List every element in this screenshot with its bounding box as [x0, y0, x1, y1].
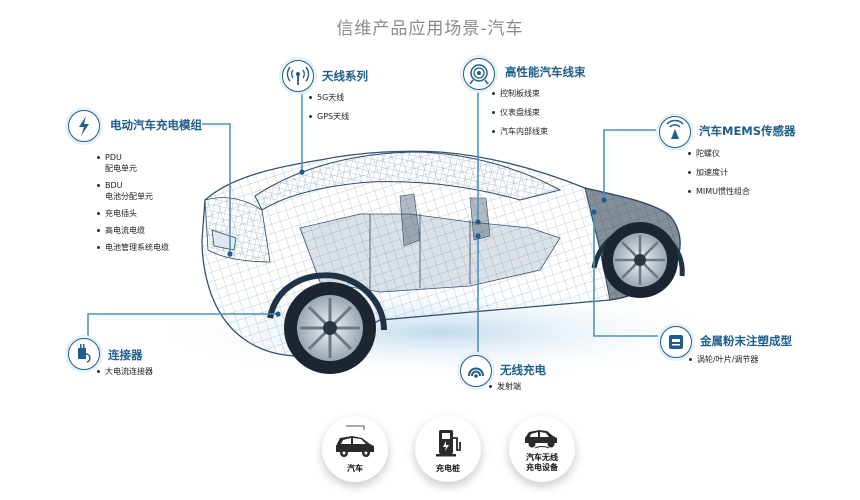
category-heading: 无线充电: [500, 363, 546, 377]
category-heading: 连接器: [108, 348, 143, 362]
metal-part-icon: [660, 326, 692, 358]
category-heading: 金属粉末注塑成型: [700, 334, 792, 348]
list-item: 电池管理系统电缆: [96, 242, 169, 253]
antenna-icon: [282, 60, 314, 92]
charging-pile-icon: [436, 430, 461, 457]
bottom-icon-label: 充电桩: [436, 464, 460, 473]
category-item-list: 陀螺仪 加速度计 MIMU惯性组合: [687, 148, 750, 197]
page-title: 信维产品应用场景-汽车: [336, 19, 524, 39]
lightning-battery-icon: [68, 110, 100, 142]
list-item: 控制板线束: [491, 88, 548, 99]
category-item-list: 发射端: [488, 381, 521, 392]
list-item: 汽车内部线束: [491, 126, 548, 137]
list-item: 充电插头: [96, 208, 169, 219]
bottom-icon-car: 汽车: [322, 416, 388, 482]
list-item: 陀螺仪: [687, 148, 750, 159]
bottom-icon-label: 汽车无线 充电设备: [526, 453, 558, 472]
list-item: GPS天线: [308, 111, 349, 122]
plug-connector-icon: [68, 338, 100, 370]
bottom-icon-wireless-charging-car: 汽车无线 充电设备: [509, 416, 575, 482]
category-heading: 电动汽车充电模组: [110, 118, 202, 132]
category-heading: 高性能汽车线束: [505, 65, 586, 79]
list-item: 加速度计: [687, 167, 750, 178]
bottom-icon-label: 汽车: [347, 464, 363, 473]
list-item: 高电流电缆: [96, 225, 169, 236]
list-item: 大电流连接器: [96, 366, 153, 377]
wireless-charging-car-icon: [525, 430, 557, 449]
category-item-list: 涡轮/叶片/调节器: [688, 354, 758, 365]
list-item: 涡轮/叶片/调节器: [688, 354, 758, 365]
wireless-coil-icon: [460, 355, 492, 387]
sensor-signal-icon: [659, 116, 691, 148]
category-item-list: 大电流连接器: [96, 366, 153, 377]
list-item: MIMU惯性组合: [687, 186, 750, 197]
category-item-list: 控制板线束 仪表盘线束 汽车内部线束: [491, 88, 548, 137]
category-heading: 汽车MEMS传感器: [699, 124, 796, 138]
category-item-list: 5G天线 GPS天线: [308, 92, 349, 122]
list-item: 5G天线: [308, 92, 349, 103]
category-heading: 天线系列: [322, 69, 368, 83]
list-item: 发射端: [488, 381, 521, 392]
list-item: 仪表盘线束: [491, 107, 548, 118]
bottom-icon-charging-pile: 充电桩: [415, 416, 481, 482]
cable-coil-icon: [463, 58, 495, 90]
car-icon: [336, 425, 374, 457]
